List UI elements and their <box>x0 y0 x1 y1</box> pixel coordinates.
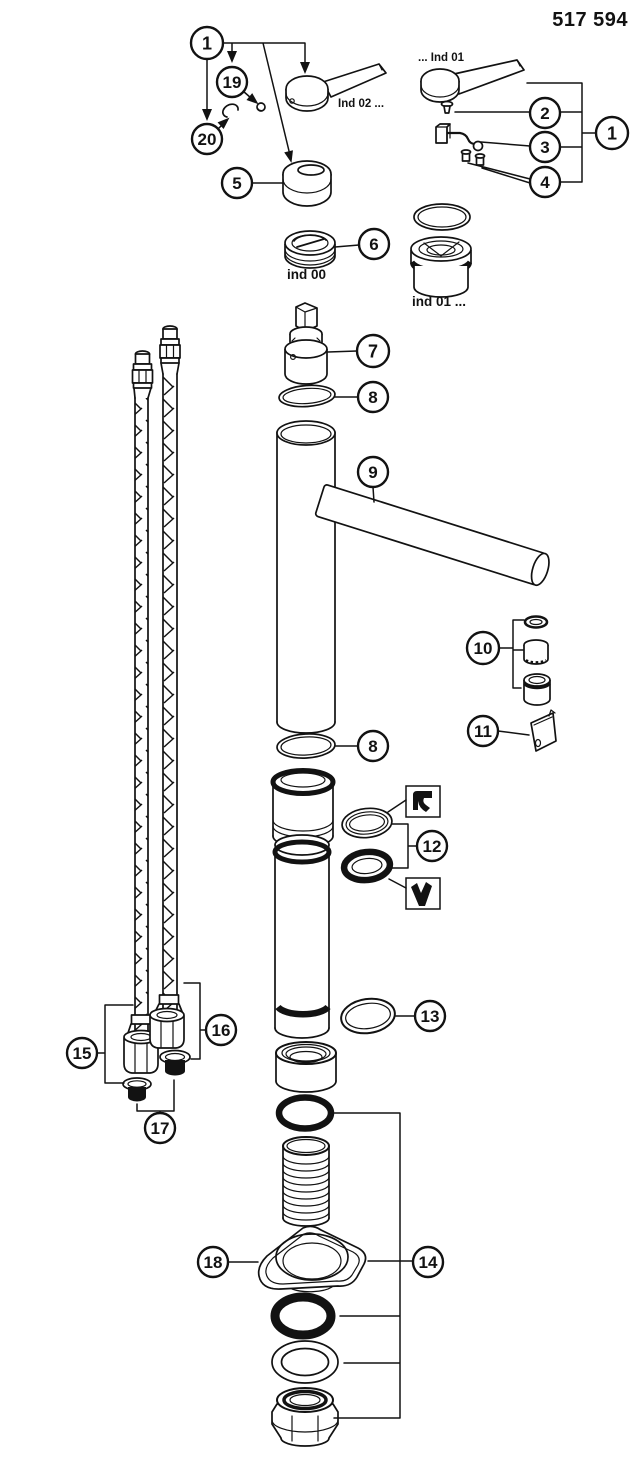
aerator-ind00-drawing <box>284 230 336 269</box>
seal-profile-lower-icon <box>411 882 432 906</box>
variant-label-ind01-top: ... Ind 01 <box>418 52 465 64</box>
svg-text:13: 13 <box>421 1007 440 1026</box>
mounting-nut-drawing <box>271 1387 339 1447</box>
callout-10: 10 <box>465 630 501 666</box>
callout-1-right: 1 <box>594 115 630 151</box>
svg-text:6: 6 <box>369 235 378 254</box>
svg-text:3: 3 <box>540 138 549 157</box>
oring-13-drawing <box>340 997 396 1035</box>
svg-text:4: 4 <box>540 173 550 192</box>
body-lower-shank-drawing <box>272 834 332 1039</box>
handle-cap-drawing <box>222 103 239 118</box>
callout-8-lower: 8 <box>356 729 390 763</box>
seal-profile-upper-icon <box>413 791 432 812</box>
document-number: 517 594 <box>552 9 628 31</box>
aerator-insert-set-drawing <box>523 615 551 706</box>
svg-text:12: 12 <box>423 837 442 856</box>
rubber-washer-drawing <box>270 1292 336 1340</box>
callout-16: 16 <box>204 1013 238 1047</box>
svg-text:19: 19 <box>223 73 242 92</box>
svg-text:8: 8 <box>368 388 377 407</box>
flat-washer-drawing <box>271 1340 339 1384</box>
callout-4: 4 <box>528 165 562 199</box>
svg-text:20: 20 <box>198 130 217 149</box>
callout-17: 17 <box>143 1111 177 1145</box>
svg-text:9: 9 <box>368 463 377 482</box>
seal-profile-box-lower <box>405 877 441 910</box>
callout-19: 19 <box>215 65 249 99</box>
callout-6: 6 <box>357 227 391 261</box>
seal-profile-box-upper <box>405 785 441 818</box>
svg-text:11: 11 <box>474 722 492 741</box>
svg-text:5: 5 <box>232 174 241 193</box>
body-collar-drawing <box>275 1041 337 1093</box>
handle-adapter-drawing <box>435 123 484 152</box>
spout-ring-upper-drawing <box>278 384 336 408</box>
variant-label-ind00: ind 00 <box>287 267 326 282</box>
hose-seal-washer-left-drawing <box>122 1077 152 1102</box>
seal-upper-drawing <box>341 807 393 839</box>
supply-hose-left-drawing <box>123 350 159 1074</box>
svg-text:10: 10 <box>474 639 493 658</box>
handle-screw-drawing <box>440 100 454 114</box>
cartridge-drawing <box>284 302 328 385</box>
spout-ring-lower-drawing <box>276 733 336 759</box>
mount-oring-drawing <box>275 1094 335 1132</box>
lever-handle-ind02-drawing <box>285 63 387 112</box>
svg-text:2: 2 <box>540 104 549 123</box>
hose-seal-washer-right-drawing <box>159 1049 191 1076</box>
callout-15: 15 <box>65 1036 99 1070</box>
svg-text:8: 8 <box>368 737 377 756</box>
seal-lower-drawing <box>340 848 394 884</box>
callout-5: 5 <box>220 166 254 200</box>
svg-text:18: 18 <box>204 1253 223 1272</box>
svg-text:1: 1 <box>202 34 212 54</box>
lever-handle-ind01-drawing <box>420 59 525 103</box>
handle-screw-plug-drawing <box>256 102 266 112</box>
svg-text:17: 17 <box>151 1119 170 1138</box>
callout-1-left: 1 <box>189 25 225 61</box>
callout-3: 3 <box>528 130 562 164</box>
callout-12: 12 <box>415 829 449 863</box>
svg-text:16: 16 <box>212 1021 231 1040</box>
callout-8-upper: 8 <box>356 380 390 414</box>
callout-13: 13 <box>413 999 447 1033</box>
variant-label-ind01-bottom: ind 01 ... <box>412 294 466 309</box>
aerator-ind01-drawing <box>409 236 473 298</box>
svg-text:7: 7 <box>368 342 378 362</box>
callout-11: 11 <box>466 714 500 748</box>
callout-18: 18 <box>196 1245 230 1279</box>
svg-text:14: 14 <box>419 1253 438 1272</box>
aerator-key-drawing <box>530 709 557 752</box>
variant-label-ind02: Ind 02 ... <box>338 98 384 110</box>
aerator-oring-ind01-drawing <box>413 203 471 231</box>
spout-drawing <box>276 420 550 734</box>
callout-14: 14 <box>411 1245 445 1279</box>
supply-hose-right-drawing <box>149 325 185 1049</box>
callout-20: 20 <box>190 122 224 156</box>
escutcheon-dome-drawing <box>282 160 332 207</box>
callout-2: 2 <box>528 96 562 130</box>
handle-pins-drawing <box>460 149 486 166</box>
threaded-shank-drawing <box>282 1136 330 1227</box>
svg-text:15: 15 <box>73 1044 92 1063</box>
callout-9: 9 <box>356 455 390 489</box>
base-gasket-triangle-drawing <box>257 1225 367 1293</box>
svg-text:1: 1 <box>607 124 617 144</box>
callout-7: 7 <box>355 333 391 369</box>
